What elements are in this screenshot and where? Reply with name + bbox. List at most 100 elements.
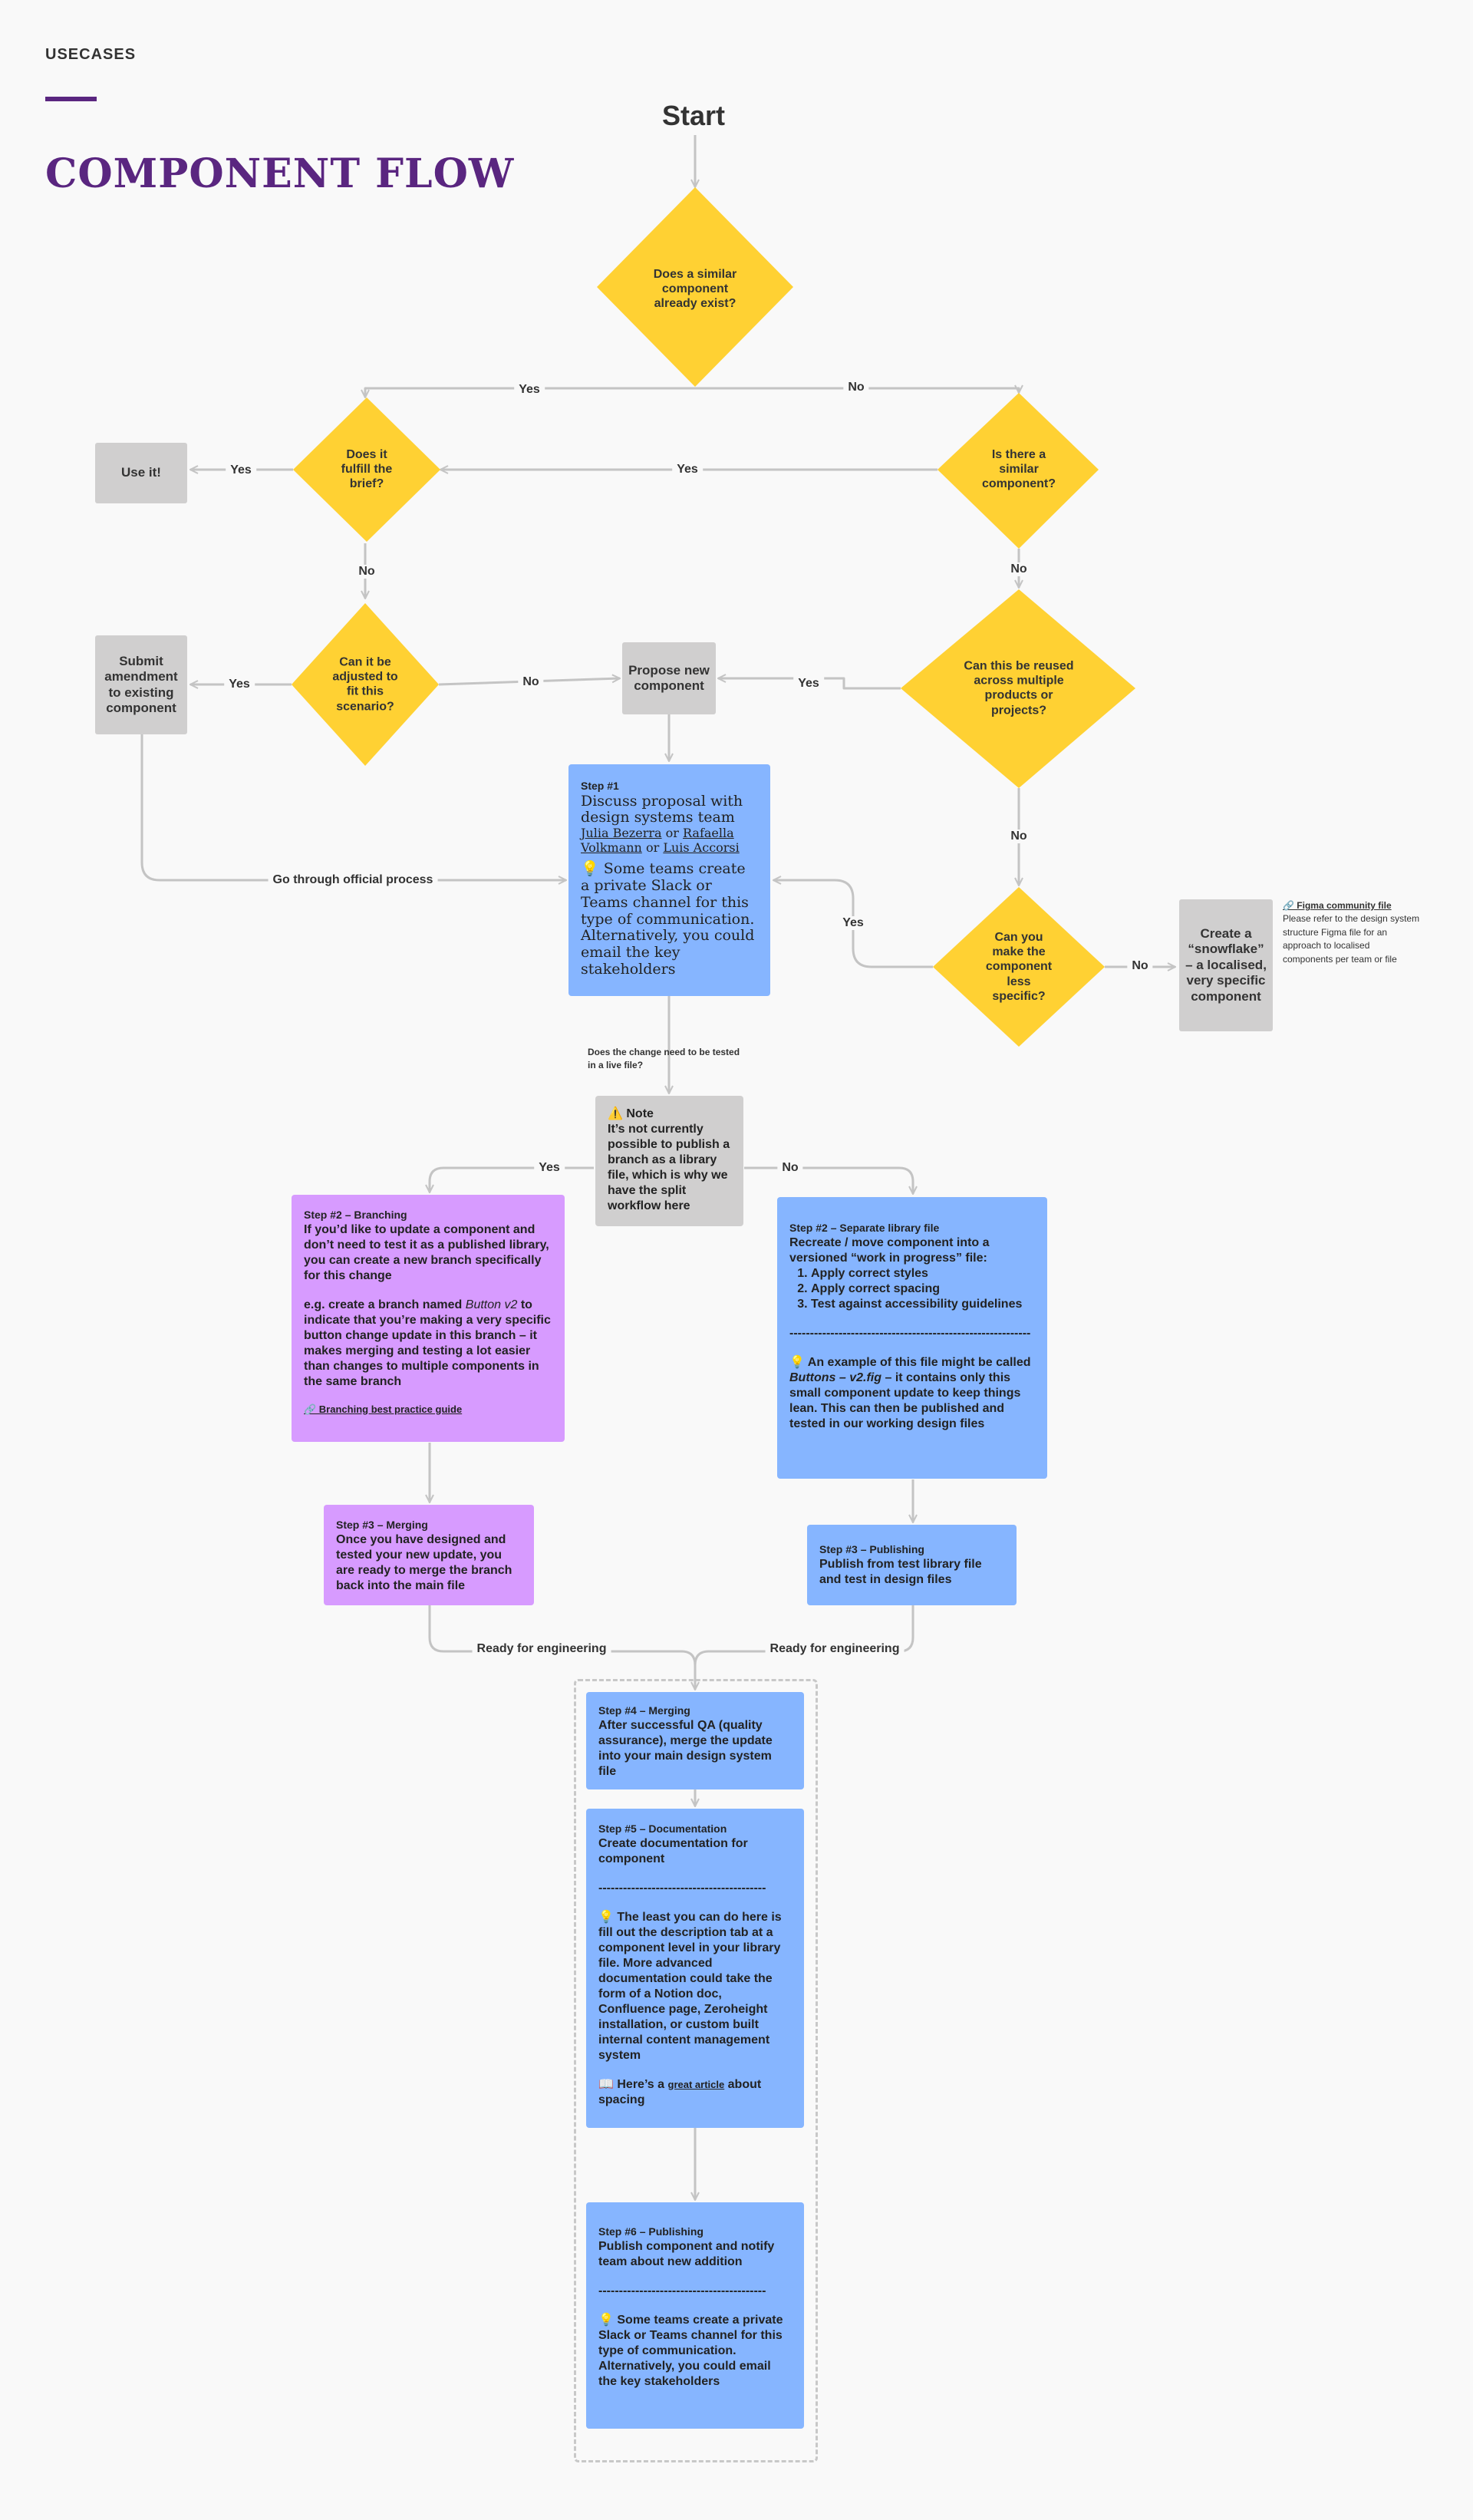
edge-label-ready-engineering: Ready for engineering bbox=[765, 1642, 905, 1656]
edge-label-official-process: Go through official process bbox=[268, 873, 438, 887]
checklist-item: Apply correct styles bbox=[811, 1266, 1035, 1281]
step4-body: After successful QA (quality assurance),… bbox=[598, 1718, 773, 1778]
separate-divider: ----------------------------------------… bbox=[789, 1326, 1031, 1340]
edge-label-ready-engineering: Ready for engineering bbox=[472, 1642, 611, 1656]
decision-similar-exists-text: Does a similar component already exist? bbox=[653, 268, 737, 311]
edge-official bbox=[140, 734, 566, 880]
decision-reused bbox=[901, 589, 1135, 788]
edge-note-no bbox=[744, 1166, 913, 1194]
edge-label-yes: Yes bbox=[224, 678, 255, 691]
decision-similar-component bbox=[938, 393, 1099, 549]
edge-label-no: No bbox=[1006, 562, 1032, 576]
branch-name-example: Button v2 bbox=[465, 1298, 518, 1311]
separate-file-card: Step #2 – Separate library file Recreate… bbox=[777, 1197, 1047, 1479]
checklist-item: Test against accessibility guidelines bbox=[811, 1297, 1035, 1312]
figma-note-body: Please refer to the design system struct… bbox=[1283, 913, 1420, 965]
file-name-example: Buttons – v2.fig bbox=[789, 1370, 882, 1384]
action-snowflake: Create a “snowflake” – a localised, very… bbox=[1179, 899, 1273, 1031]
separate-p1: Recreate / move component into a version… bbox=[789, 1235, 990, 1265]
step4-label: Step #4 – Merging bbox=[598, 1704, 690, 1717]
step6-body: Publish component and notify team about … bbox=[598, 2239, 775, 2268]
edge-label-no: No bbox=[1127, 959, 1153, 973]
branching-guide-link[interactable]: 🔗 Branching best practice guide bbox=[304, 1403, 463, 1415]
start-label: Start bbox=[661, 100, 726, 131]
step1-label: Step #1 bbox=[581, 780, 619, 792]
edge-note-yes bbox=[430, 1166, 594, 1192]
final-steps-group bbox=[574, 1679, 818, 2462]
separate-p2a: 💡 An example of this file might be calle… bbox=[789, 1355, 1031, 1369]
merging-body: Once you have designed and tested your n… bbox=[336, 1532, 512, 1592]
decision-similar-exists bbox=[597, 187, 793, 387]
edge-d1-yes bbox=[365, 387, 695, 397]
or-text: or bbox=[645, 839, 660, 855]
step1-body: 💡 Some teams create a private Slack or T… bbox=[581, 859, 755, 978]
note-body: It’s not currently possible to publish a… bbox=[608, 1123, 730, 1212]
separate-checklist: Apply correct styles Apply correct spaci… bbox=[789, 1266, 1035, 1312]
note-title: ⚠️ Note bbox=[608, 1107, 654, 1120]
step5-divider: ----------------------------------------… bbox=[598, 1881, 766, 1895]
edge-label-yes: Yes bbox=[226, 463, 256, 477]
page-title: COMPONENT FLOW bbox=[45, 150, 515, 197]
decision-fulfill-brief bbox=[293, 397, 440, 542]
edge-label-yes: Yes bbox=[793, 677, 824, 691]
decision-fulfill-brief-text: Does it fulfill the brief? bbox=[341, 448, 393, 491]
edge-label-no: No bbox=[777, 1161, 803, 1175]
decision-reused-text: Can this be reused across multiple produ… bbox=[964, 659, 1074, 717]
header-divider bbox=[45, 97, 97, 101]
branching-card: Step #2 – Branching If you’d like to upd… bbox=[292, 1195, 565, 1442]
person-link-rafaella[interactable]: Rafaella Volkmann bbox=[581, 826, 734, 855]
step5-link-a: 📖 Here’s a bbox=[598, 2077, 665, 2091]
publishing-card: Step #3 – Publishing Publish from test l… bbox=[807, 1525, 1017, 1605]
step6-divider: ----------------------------------------… bbox=[598, 2284, 766, 2297]
figma-note: 🔗 Figma community file Please refer to t… bbox=[1283, 899, 1421, 966]
live-file-question: Does the change need to be tested in a l… bbox=[588, 1047, 740, 1070]
merging-card: Step #3 – Merging Once you have designed… bbox=[324, 1505, 534, 1605]
note-card: ⚠️ Note It’s not currently possible to p… bbox=[595, 1096, 743, 1226]
step5-link-c: about spacing bbox=[598, 2077, 762, 2106]
person-link-julia[interactable]: Julia Bezerra bbox=[581, 826, 662, 841]
decision-adjusted-text: Can it be adjusted to fit this scenario? bbox=[332, 655, 398, 714]
step6-tip: 💡 Some teams create a private Slack or T… bbox=[598, 2313, 783, 2388]
edge-label-yes: Yes bbox=[534, 1161, 565, 1175]
step4-card: Step #4 – Merging After successful QA (q… bbox=[586, 1692, 804, 1789]
step6-label: Step #6 – Publishing bbox=[598, 2225, 704, 2238]
edge-label-yes: Yes bbox=[838, 916, 868, 930]
action-use-it: Use it! bbox=[95, 443, 187, 503]
branching-p1: If you’d like to update a component and … bbox=[304, 1222, 549, 1282]
branching-label: Step #2 – Branching bbox=[304, 1209, 407, 1221]
publishing-body: Publish from test library file and test … bbox=[819, 1557, 982, 1586]
person-link-luis[interactable]: Luis Accorsi bbox=[663, 839, 740, 855]
step1-title: Discuss proposal with design systems tea… bbox=[581, 792, 743, 826]
merging-label: Step #3 – Merging bbox=[336, 1519, 428, 1531]
branching-p2c: to indicate that you’re making a very sp… bbox=[304, 1298, 551, 1388]
checklist-item: Apply correct spacing bbox=[811, 1281, 1035, 1297]
step5-label: Step #5 – Documentation bbox=[598, 1822, 727, 1835]
edge-label-no: No bbox=[1006, 830, 1032, 843]
step6-card: Step #6 – Publishing Publish component a… bbox=[586, 2202, 804, 2429]
action-propose-new: Propose new component bbox=[622, 642, 716, 714]
publishing-label: Step #3 – Publishing bbox=[819, 1543, 924, 1555]
step5-tip: 💡 The least you can do here is fill out … bbox=[598, 1910, 782, 2062]
action-submit-amendment: Submit amendment to existing component bbox=[95, 635, 187, 734]
edge-d5-yes bbox=[718, 678, 901, 690]
edge-publishing-step4 bbox=[694, 1605, 914, 1666]
edge-label-no: No bbox=[518, 675, 544, 689]
decision-similar-component-text: Is there a similar component? bbox=[982, 448, 1056, 491]
edge-label-no: No bbox=[843, 381, 869, 394]
decision-adjusted bbox=[292, 603, 439, 766]
step5-body: Create documentation for component bbox=[598, 1836, 748, 1865]
or-text: or bbox=[665, 826, 679, 841]
section-label: USECASES bbox=[45, 46, 137, 63]
edge-label-yes: Yes bbox=[672, 463, 703, 477]
edge-label-no: No bbox=[354, 565, 380, 579]
separate-p2c: – it contains only this small component … bbox=[789, 1370, 1021, 1430]
decision-less-specific bbox=[933, 887, 1105, 1047]
separate-label: Step #2 – Separate library file bbox=[789, 1222, 940, 1234]
great-article-link[interactable]: great article bbox=[667, 2078, 725, 2090]
figma-community-link[interactable]: 🔗 Figma community file bbox=[1283, 900, 1392, 911]
branching-p2a: e.g. create a branch named bbox=[304, 1298, 463, 1311]
decision-less-specific-text: Can you make the component less specific… bbox=[985, 931, 1053, 1003]
edge-label-yes: Yes bbox=[514, 383, 545, 397]
step5-card: Step #5 – Documentation Create documenta… bbox=[586, 1809, 804, 2128]
edge-d1-no bbox=[695, 388, 1019, 393]
